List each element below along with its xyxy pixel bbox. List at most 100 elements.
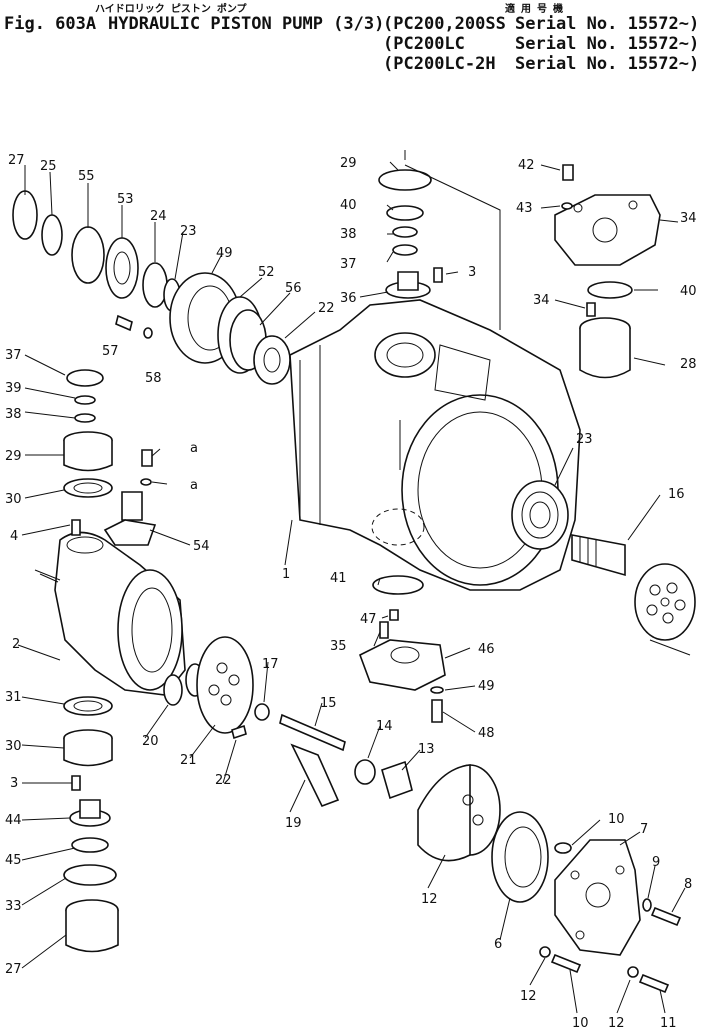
callout-43: 44 <box>5 813 22 828</box>
bearing-23 <box>511 480 569 550</box>
washer-55 <box>143 327 153 339</box>
washer-58 <box>140 478 152 486</box>
callout-4: 4 <box>10 529 18 544</box>
callout-42: 43 <box>516 201 533 216</box>
valve-plate-21 <box>196 636 254 734</box>
washer-8 <box>642 898 652 912</box>
callout-12b: 12 <box>608 1016 625 1029</box>
serial-number: Serial No. 15572~ <box>515 34 689 54</box>
serial-number: Serial No. 15572~ <box>515 54 689 74</box>
snap-ring-52 <box>71 226 105 284</box>
serial-row-2: Serial No. 15572~) <box>515 34 700 54</box>
bolt-10 <box>550 953 582 974</box>
callout-25: 23 <box>180 224 197 239</box>
bolt-11 <box>638 973 670 994</box>
serial-row-3: Serial No. 15572~) <box>515 54 700 74</box>
callout-38-top: 38 <box>340 227 357 242</box>
callout-6: 6 <box>494 937 502 952</box>
gear-28 <box>12 190 38 240</box>
bolt-41 <box>562 164 574 181</box>
model-row-3: (PC200LC-2H <box>383 54 496 74</box>
applicability-japanese: 適 用 号 機 <box>505 4 564 15</box>
seal-31-upper <box>63 478 113 498</box>
end-cover-5 <box>554 839 641 956</box>
callout-32-top: 29 <box>340 156 357 171</box>
cylinder-block-13 <box>417 764 501 862</box>
valve-body-2 <box>54 519 186 696</box>
callout-32-lower: 33 <box>5 899 22 914</box>
callout-2: 2 <box>12 637 20 652</box>
piston-19 <box>290 743 340 808</box>
pin-46 <box>389 609 399 621</box>
drive-shaft-17 <box>571 534 696 641</box>
callout-53: 56 <box>285 281 302 296</box>
callout-49: 49 <box>216 246 233 261</box>
callout-54: 57 <box>102 344 119 359</box>
bolt-54 <box>115 314 133 332</box>
plug-43 <box>69 799 111 827</box>
leader-lines <box>17 161 691 1014</box>
title-japanese: ハイドロリック ピストン ポンプ <box>95 4 247 15</box>
callout-40-mid: 41 <box>330 571 347 586</box>
pin-3-top <box>433 267 443 283</box>
callout-45: 46 <box>478 642 495 657</box>
callout-3-lower: 3 <box>10 776 18 791</box>
bolt-47 <box>431 699 443 723</box>
bearing-39 <box>386 205 424 221</box>
ring-20 <box>163 674 183 706</box>
pump-housing <box>289 299 581 591</box>
callout-14: 13 <box>418 742 435 757</box>
sleeve-30-upper <box>63 431 113 472</box>
ring-38-left <box>74 395 96 405</box>
plate-6 <box>491 811 549 903</box>
bolt-57 <box>141 449 153 467</box>
callout-34-top: 34 <box>533 293 550 308</box>
callout-35: 36 <box>340 291 357 306</box>
sleeve-29-top <box>579 317 631 379</box>
callout-34-mid: 35 <box>330 639 347 654</box>
callout-20: 20 <box>142 734 159 749</box>
callout-30-upper: 29 <box>5 449 22 464</box>
washer-44 <box>71 837 109 853</box>
spring-14 <box>381 760 413 800</box>
callout-41: 42 <box>518 158 535 173</box>
callout-8: 9 <box>652 855 660 870</box>
figure-title: HYDRAULIC PISTON PUMP (3/3) <box>108 14 385 34</box>
washer-12a <box>539 946 551 958</box>
model-row-2: (PC200LC <box>383 34 465 54</box>
model-row-1: (PC200,200SS <box>383 14 506 34</box>
callout-56: 54 <box>193 539 210 554</box>
callout-17: 16 <box>668 487 685 502</box>
cover-33 <box>554 194 661 266</box>
callout-21: 21 <box>180 753 197 768</box>
callout-30-lower: 30 <box>5 739 22 754</box>
callout-29-top: 28 <box>680 357 697 372</box>
callout-12a: 12 <box>520 989 537 1004</box>
callout-16: 15 <box>320 696 337 711</box>
callout-13: 12 <box>421 892 438 907</box>
callout-18: 17 <box>262 657 279 672</box>
spacer-15 <box>354 759 376 785</box>
ball-18 <box>254 703 270 721</box>
callout-37-top: 37 <box>340 257 357 272</box>
o-ring-40-top <box>587 281 633 299</box>
seal-31-lower <box>63 696 113 716</box>
callout-46: 47 <box>360 612 377 627</box>
callout-33: 34 <box>680 211 697 226</box>
callout-23: 23 <box>576 432 593 447</box>
callout-36: 37 <box>5 348 22 363</box>
callout-19: 19 <box>285 816 302 831</box>
callout-11: 11 <box>660 1016 677 1029</box>
callout-15: 14 <box>376 719 393 734</box>
callout-1: 1 <box>282 567 290 582</box>
callout-10: 10 <box>572 1016 589 1029</box>
model-name: PC200LC <box>393 34 465 54</box>
ring-37-top <box>392 244 418 256</box>
ring-9 <box>554 842 572 854</box>
bearing-24 <box>253 335 291 385</box>
bracket-56 <box>103 491 157 546</box>
screw-22 <box>231 724 247 740</box>
rod-16 <box>279 713 346 752</box>
serial-number: Serial No. 15572~ <box>515 14 689 34</box>
